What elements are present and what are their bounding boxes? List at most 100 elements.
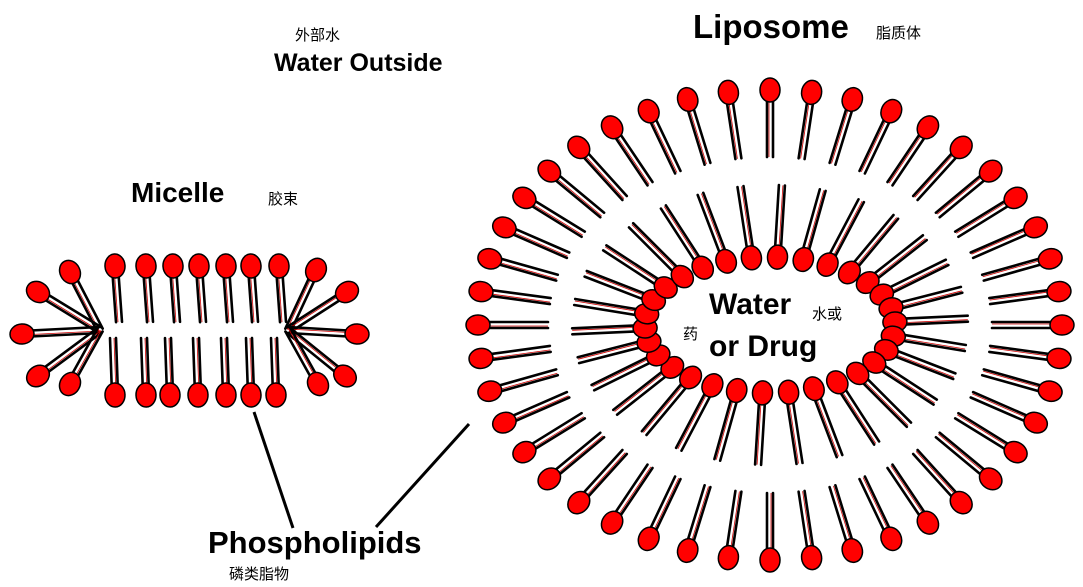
phospholipid-head: [760, 78, 780, 102]
liposome-outer-lipid: [675, 485, 711, 565]
phospholipid-head: [1021, 213, 1051, 241]
micelle-lipid: [162, 253, 184, 322]
phospholipid-head: [268, 253, 290, 278]
liposome-outer-lipid: [989, 346, 1072, 370]
liposome-outer-lipid: [971, 392, 1051, 436]
liposome-outer-lipid: [468, 280, 551, 304]
phospholipid-head: [241, 383, 262, 408]
liposome-outer-lipid: [888, 112, 943, 186]
pointer-line-liposome: [376, 424, 469, 527]
liposome-outer-lipid: [489, 392, 569, 436]
pointer-line-micelle: [254, 412, 293, 528]
phospholipid-pointers: [254, 412, 469, 528]
liposome-outer-lipid: [597, 465, 652, 539]
micelle-lipid: [55, 329, 102, 400]
phospholipid-head: [717, 79, 740, 106]
liposome-inner-lipid: [752, 380, 773, 465]
micelle-lipid: [188, 253, 210, 322]
phospholipid-head: [800, 374, 827, 404]
phospholipid-head: [468, 280, 494, 303]
liposome-outer-lipid: [992, 315, 1074, 335]
phospholipid-head: [767, 245, 788, 270]
phospholipids-label: Phospholipids: [208, 525, 422, 561]
phospholipid-head: [1050, 315, 1074, 335]
phospholipid-head: [468, 347, 494, 370]
phospholipid-head: [839, 536, 865, 565]
liposome-outer-lipid: [468, 346, 551, 370]
water-outside-label: Water Outside: [274, 49, 443, 78]
liposome-outer-lipid: [489, 213, 569, 257]
liposome-zh-label: 脂质体: [876, 22, 921, 43]
liposome-outer-lipid: [830, 485, 866, 565]
micelle-lipid: [216, 338, 237, 407]
phospholipid-head: [266, 383, 287, 408]
phospholipid-head: [160, 383, 181, 408]
phospholipid-head: [135, 253, 157, 278]
core-drug-zh-label: 药: [683, 323, 698, 344]
phospholipid-head: [302, 255, 330, 285]
liposome-outer-lipid: [597, 112, 652, 186]
phospholipid-head: [1036, 378, 1065, 404]
phospholipid-head: [975, 156, 1006, 187]
phospholipid-head: [489, 213, 519, 241]
liposome-outer-lipid: [799, 491, 824, 571]
phospholipid-head: [240, 253, 262, 278]
phospholipid-head: [760, 548, 780, 572]
liposome-outer-lipid: [860, 477, 906, 554]
phospholipid-head: [877, 524, 905, 554]
liposome-outer-lipid: [509, 183, 585, 237]
phospholipid-head: [790, 245, 816, 273]
liposome-outer-lipid: [982, 369, 1064, 404]
phospholipid-head: [717, 544, 740, 571]
micelle-lipid: [136, 338, 157, 407]
phospholipid-head: [740, 244, 763, 271]
liposome-outer-lipid: [476, 369, 558, 404]
micelle-lipid: [268, 253, 290, 322]
phospholipid-head: [675, 85, 701, 114]
phospholipid-head: [777, 379, 800, 406]
core-water-zh-label: 水或: [812, 303, 842, 324]
liposome-outer-lipid: [799, 79, 824, 159]
liposome-outer-lipid: [955, 413, 1031, 467]
micelle-lipid: [288, 323, 370, 344]
liposome-inner-lipid: [767, 185, 788, 270]
phospholipid-head: [800, 544, 823, 571]
phospholipid-head: [344, 323, 369, 344]
phospholipid-head: [800, 79, 823, 106]
phospholipid-head: [188, 253, 210, 278]
liposome-outer-lipid: [971, 213, 1051, 257]
liposome-outer-lipid: [830, 85, 866, 165]
phospholipid-head: [1046, 347, 1072, 370]
phospholipid-head: [188, 383, 209, 408]
phospholipid-head: [466, 315, 490, 335]
phospholipid-head: [10, 323, 35, 344]
liposome-outer-lipid: [675, 85, 711, 165]
micelle-lipid: [266, 338, 287, 407]
micelle-title: Micelle: [131, 177, 224, 209]
liposome-inner-lipid: [738, 186, 764, 271]
micelle-lipid: [215, 253, 237, 322]
phospholipid-head: [162, 253, 184, 278]
liposome-structure: [466, 78, 1074, 572]
micelle-structure: [10, 253, 370, 407]
phospholipid-head: [1036, 246, 1065, 272]
micelle-lipid: [240, 253, 262, 322]
micelle-lipid: [104, 253, 126, 322]
core-drug-label: or Drug: [709, 330, 817, 364]
liposome-outer-lipid: [989, 280, 1072, 304]
phospholipid-head: [635, 524, 663, 554]
liposome-outer-lipid: [888, 465, 943, 539]
liposome-outer-lipid: [635, 96, 681, 173]
liposome-outer-lipid: [760, 78, 780, 157]
core-water-label: Water: [709, 288, 791, 322]
phospholipid-head: [105, 383, 126, 408]
phospholipid-head: [216, 383, 237, 408]
liposome-outer-lipid: [955, 183, 1031, 237]
phospholipid-head: [1021, 409, 1051, 437]
phospholipid-head: [1046, 280, 1072, 303]
phospholipid-head: [635, 96, 663, 126]
phospholipid-head: [946, 487, 977, 518]
phospholipid-head: [534, 464, 565, 495]
phospholipid-head: [476, 246, 505, 272]
